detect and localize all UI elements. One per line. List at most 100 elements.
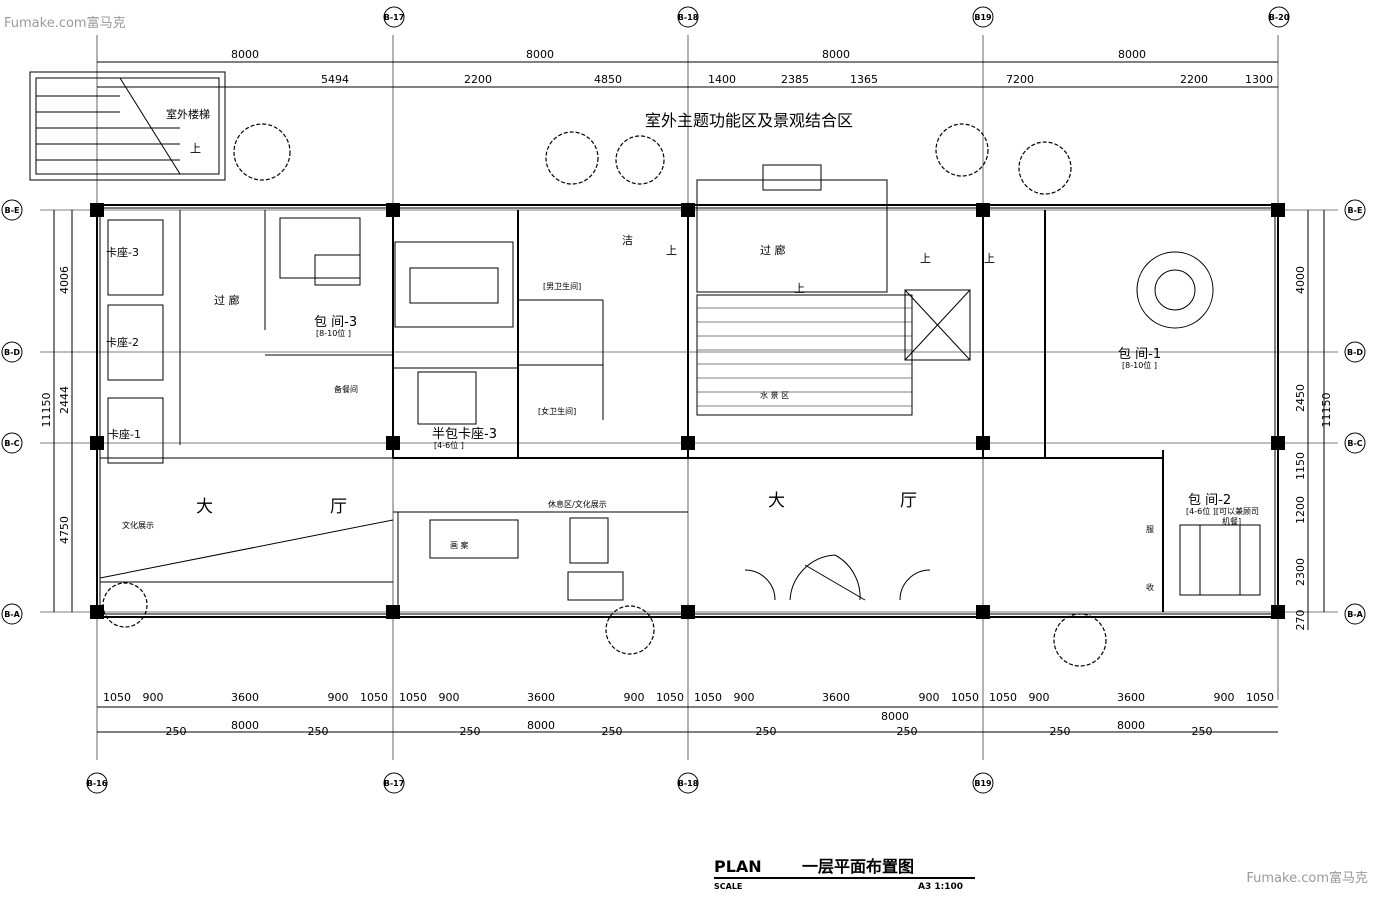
axis-row-c-left: B-C <box>4 439 19 448</box>
dim-bottom-c2: 900 <box>734 691 755 704</box>
dim-bottom-d2: 900 <box>1029 691 1050 704</box>
axis-row-d-right: B-D <box>1347 348 1363 357</box>
dim-bottom-c3: 3600 <box>822 691 850 704</box>
label-semi-booth-capacity: [4-6位 ] <box>434 440 464 450</box>
label-up-3: 上 <box>794 282 805 295</box>
label-outdoor-area: 室外主题功能区及景观结合区 <box>645 111 853 130</box>
axis-row-a-left: B-A <box>4 610 20 619</box>
dim-bottom-d3: 3600 <box>1117 691 1145 704</box>
label-mens-restroom: [男卫生间] <box>543 281 581 291</box>
label-hall-left-1: 大 <box>196 497 213 517</box>
axis-col-b20-top: B-20 <box>1269 13 1290 22</box>
dim-right-total: 11150 <box>1320 393 1333 428</box>
dim-right-1: 4000 <box>1294 266 1307 294</box>
axis-col-b18-top: B-18 <box>678 13 699 22</box>
label-painting: 画 案 <box>450 540 469 550</box>
axis-col-b17-top: B-17 <box>384 13 405 22</box>
dim-top-span-2: 8000 <box>526 48 554 61</box>
label-womens-restroom: [女卫生间] <box>538 406 576 416</box>
axis-col-b19-bottom: B19 <box>974 779 992 788</box>
dim-top-detail-4: 1400 <box>708 73 736 86</box>
label-booth-2: 卡座-2 <box>106 335 139 349</box>
dim-top-span-4: 8000 <box>1118 48 1146 61</box>
label-semi-booth: 半包卡座-3 <box>432 427 497 442</box>
column-axis-bubbles <box>1 6 1366 794</box>
label-hall-left-2: 厅 <box>330 497 347 517</box>
dim-top-span-1: 8000 <box>231 48 259 61</box>
title-scale: A3 1:100 <box>918 882 963 892</box>
dim-top-detail-9: 1300 <box>1245 73 1273 86</box>
dim-offset-8: 250 <box>1192 725 1213 738</box>
dim-bottom-b3: 3600 <box>527 691 555 704</box>
dim-bottom-b2: 900 <box>439 691 460 704</box>
label-room-1: 包 间-1 <box>1118 347 1161 362</box>
dim-left-1: 4006 <box>58 266 71 294</box>
label-up-1: 上 <box>190 142 201 155</box>
dim-bottom-b4: 900 <box>624 691 645 704</box>
dim-left-2: 2444 <box>58 386 71 414</box>
dim-bottom-b5: 1050 <box>656 691 684 704</box>
label-service-2: 收 <box>1146 582 1154 592</box>
label-up-2: 上 <box>666 244 677 257</box>
dim-bottom-c4: 900 <box>919 691 940 704</box>
axis-col-b18-bottom: B-18 <box>678 779 699 788</box>
dim-top-detail-8: 2200 <box>1180 73 1208 86</box>
dim-right-5: 2300 <box>1294 558 1307 586</box>
dim-top-detail-5: 2385 <box>781 73 809 86</box>
title-plan: PLAN <box>714 857 762 876</box>
label-prep-room: 备餐间 <box>334 384 358 394</box>
axis-row-c-right: B-C <box>1347 439 1362 448</box>
dim-bottom-a5: 1050 <box>360 691 388 704</box>
dim-offset-4: 250 <box>602 725 623 738</box>
title-scale-label: SCALE <box>714 882 742 891</box>
label-room-2-capacity: [4-6位 ][可以兼顾司 <box>1186 506 1259 516</box>
dim-top-detail-7: 7200 <box>1006 73 1034 86</box>
axis-row-e-left: B-E <box>5 206 20 215</box>
dim-bottom-a3: 3600 <box>231 691 259 704</box>
label-up-5: 上 <box>984 252 995 265</box>
axis-col-b16-bottom: B-16 <box>87 779 108 788</box>
label-booth-1: 卡座-1 <box>108 427 141 441</box>
dim-bottom-c5: 1050 <box>951 691 979 704</box>
label-clean: 洁 <box>622 234 633 247</box>
label-room-3: 包 间-3 <box>314 315 357 330</box>
label-culture-display: 文化展示 <box>122 520 154 530</box>
dim-top-detail-6: 1365 <box>850 73 878 86</box>
dim-bottom-d1: 1050 <box>989 691 1017 704</box>
label-service-1: 服 <box>1146 525 1154 534</box>
axis-row-a-right: B-A <box>1347 610 1363 619</box>
dim-bottom-a1: 1050 <box>103 691 131 704</box>
dim-bottom-a4: 900 <box>328 691 349 704</box>
dim-offset-2: 250 <box>308 725 329 738</box>
axis-col-b17-bottom: B-17 <box>384 779 405 788</box>
dim-bottom-span-1: 8000 <box>231 719 259 732</box>
label-up-4: 上 <box>920 252 931 265</box>
label-booth-3: 卡座-3 <box>106 245 139 259</box>
label-room-3-capacity: [8-10位 ] <box>316 328 351 338</box>
label-hall-right-1: 大 <box>768 491 785 511</box>
dim-offset-6: 250 <box>897 725 918 738</box>
dim-right-2: 2450 <box>1294 384 1307 412</box>
label-water-feature: 水 景 区 <box>760 390 789 400</box>
label-room-2: 包 间-2 <box>1188 493 1231 508</box>
title-main: 一层平面布置图 <box>802 857 914 876</box>
axis-row-e-right: B-E <box>1348 206 1363 215</box>
dim-right-4: 1200 <box>1294 496 1307 524</box>
label-lounge: 休息区/文化展示 <box>548 499 607 509</box>
dim-bottom-span-extra: 8000 <box>881 710 909 723</box>
dim-offset-5: 250 <box>756 725 777 738</box>
dim-bottom-b1: 1050 <box>399 691 427 704</box>
dim-offset-1: 250 <box>166 725 187 738</box>
dim-left-3: 4750 <box>58 516 71 544</box>
dim-offset-7: 250 <box>1050 725 1071 738</box>
label-room-2-capacity-2: 机餐] <box>1222 516 1241 526</box>
dim-top-detail-2: 2200 <box>464 73 492 86</box>
dim-bottom-d4: 900 <box>1214 691 1235 704</box>
label-hall-right-2: 厅 <box>900 491 917 511</box>
watermark-top: Fumake.com富马克 <box>4 16 126 31</box>
dim-top-span-3: 8000 <box>822 48 850 61</box>
dim-right-3: 1150 <box>1294 452 1307 480</box>
label-corridor-left: 过 廊 <box>214 293 240 307</box>
dim-left-total: 11150 <box>40 393 53 428</box>
